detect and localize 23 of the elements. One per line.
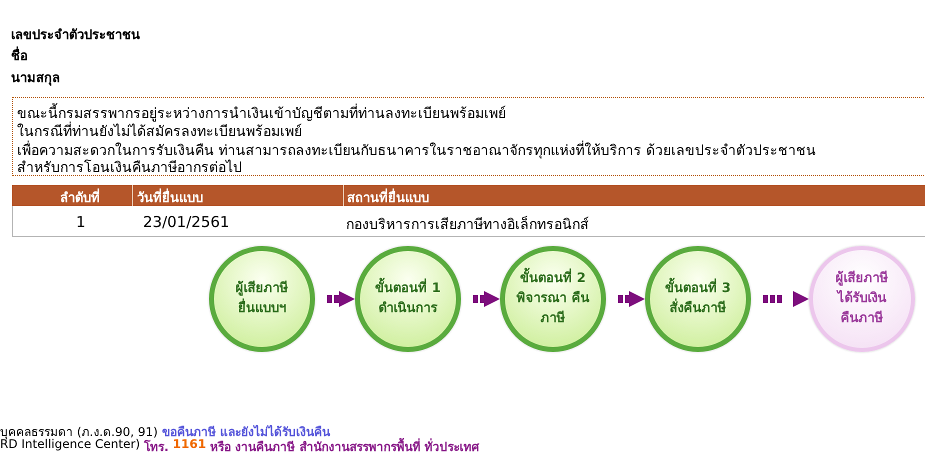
table-cell: 23/01/2561 <box>143 213 230 231</box>
step-label: ขั้นตอนที่ 1 ดำเนินการ <box>366 279 450 319</box>
notice-text: สำหรับการโอนเงินคืนภาษีอากรต่อไป <box>17 159 242 178</box>
column-header: สถานที่ยื่นแบบ <box>347 187 429 208</box>
step-label: ผู้เสียภาษี ยื่นแบบฯ <box>234 280 290 318</box>
footer-text: หรือ <box>210 439 232 456</box>
footer-link: ขอคืนภาษี และยังไม่ได้รับเงินคืน <box>162 424 330 439</box>
field-label: นามสกุล <box>11 70 60 88</box>
footer-text: บุคคลธรรมดา (ภ.ง.ด.90, 91) <box>0 424 158 440</box>
footer-text: โทร. <box>144 438 169 456</box>
step-label: ขั้นตอนที่ 3 สั่งคืนภาษี <box>656 279 740 319</box>
table-cell: 1 <box>76 213 86 231</box>
column-header: วันที่ยื่นแบบ <box>137 187 203 208</box>
notice-text: เพื่อความสะดวกในการรับเงินคืน ท่านสามารถลงทะเบียนกับธนาคารในราชอาณาจักรทุกแห่งที่ให้บริการ ด้วยเลขประจำตัวประชาชน <box>17 139 816 161</box>
phone-number: 1161 <box>172 437 206 453</box>
table-cell-text: กองบริหารการเสียภาษีทางอิเล็กทรอนิกส์ <box>346 214 589 235</box>
field-label: เลขประจำตัวประชาชน <box>11 27 140 45</box>
footer-text: งานคืนภาษี สำนักงานสรรพากรพื้นที่ ทั่วประเทศ <box>235 437 480 456</box>
notice-text: ในกรณีที่ท่านยังไม่ได้สมัครลงทะเบียนพร้อมเพย์ <box>17 120 302 142</box>
column-header: ลำดับที่ <box>60 187 100 208</box>
step-label: ผู้เสียภาษี ได้รับเงิน คืนภาษี <box>834 270 890 328</box>
step-label: ขั้นตอนที่ 2 พิจารณา คืนภาษี <box>516 269 590 329</box>
field-label: ชื่อ <box>11 45 28 66</box>
